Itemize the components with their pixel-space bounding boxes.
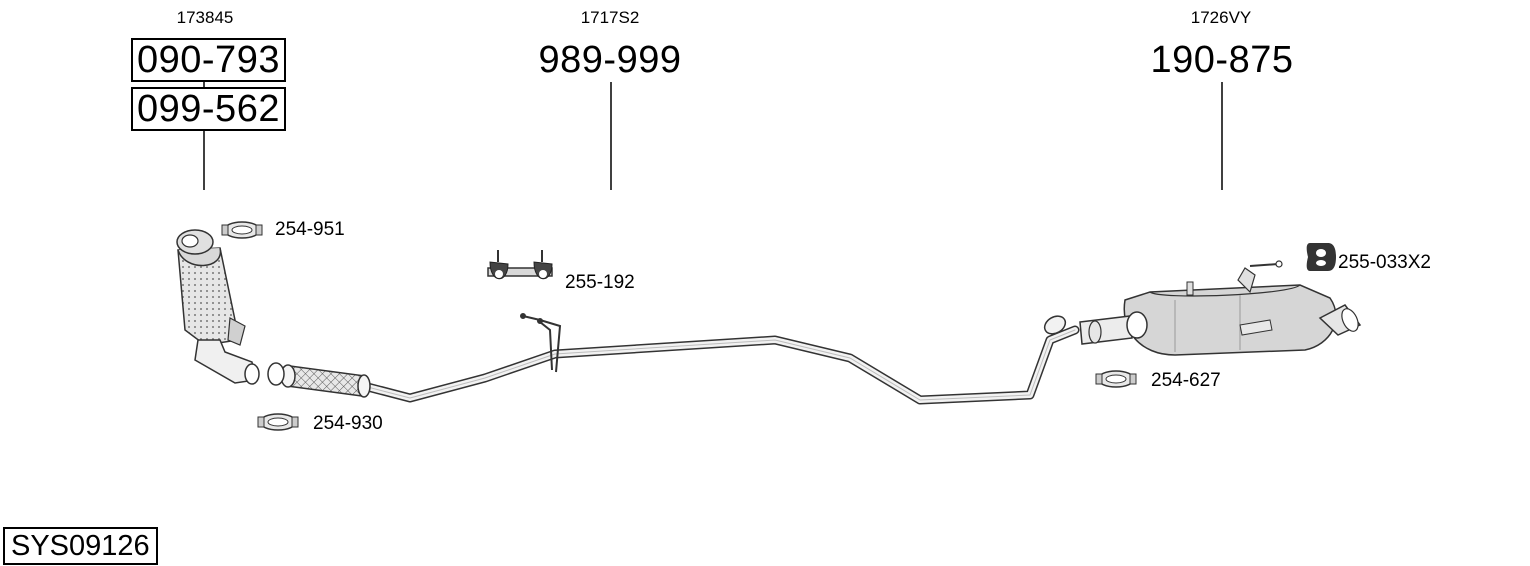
rear-muffler — [1079, 260, 1362, 356]
accessory-label-255-192[interactable]: 255-192 — [565, 272, 635, 293]
ref-label-catalytic: 173845 — [176, 8, 234, 27]
accessory-label-254-951[interactable]: 254-951 — [275, 219, 345, 240]
pipe-hanger-rod — [520, 313, 562, 373]
part-number-middle-pipe[interactable]: 989-999 — [538, 39, 682, 81]
part-number-box-downpipe[interactable]: 099-562 — [131, 87, 286, 131]
ref-label-middle-pipe: 1717S2 — [580, 8, 640, 27]
middle-pipe — [355, 315, 1080, 405]
accessory-label-254-930[interactable]: 254-930 — [313, 413, 383, 434]
exhaust-hanger-bracket-icon — [487, 250, 553, 280]
accessory-label-254-627[interactable]: 254-627 — [1151, 370, 1221, 391]
exhaust-clamp-icon — [1095, 370, 1137, 388]
part-number-rear-muffler[interactable]: 190-875 — [1150, 39, 1294, 81]
system-id-box: SYS09126 — [3, 527, 158, 565]
ref-label-rear-muffler: 1726VY — [1190, 8, 1252, 27]
exhaust-clamp-icon — [257, 413, 299, 431]
accessory-label-255-033x2[interactable]: 255-033X2 — [1338, 252, 1431, 273]
part-number-box-catalytic[interactable]: 090-793 — [131, 38, 286, 82]
rubber-mount-icon — [1306, 243, 1336, 271]
leader-lines — [203, 80, 1223, 190]
catalytic-converter — [176, 229, 260, 385]
flex-pipe — [267, 362, 371, 398]
exhaust-clamp-icon — [221, 221, 263, 239]
